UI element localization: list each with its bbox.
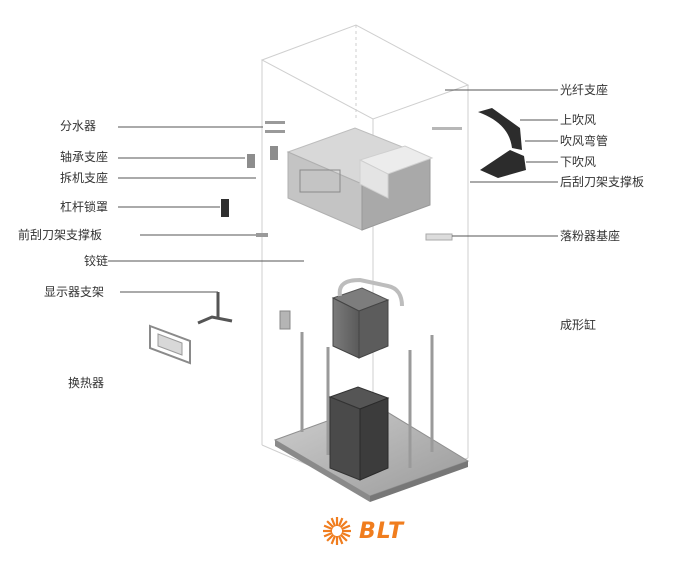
- build-cylinder-lower: [328, 386, 390, 481]
- logo-ray: [330, 535, 337, 545]
- label-splitter: 分水器: [60, 119, 97, 133]
- logo-ray: [337, 535, 344, 545]
- splitter-part: [265, 121, 285, 133]
- leader-lines-left: [108, 126, 304, 293]
- label-motor-support: 拆机支座: [60, 171, 109, 185]
- logo-ray: [323, 531, 333, 538]
- blt-logo-emblem: [323, 517, 351, 545]
- logo-ray: [326, 520, 335, 529]
- label-hinge: 铰链: [84, 254, 109, 268]
- lever-lock-part: [221, 199, 229, 217]
- logo-ray: [337, 517, 344, 527]
- label-display-bracket: 显示器支架: [44, 285, 105, 299]
- label-fiber-mount: 光纤支座: [560, 83, 609, 97]
- logo-ray: [323, 524, 333, 531]
- label-powder-base: 落粉器基座: [560, 229, 621, 243]
- display-bracket-part: [197, 292, 233, 325]
- leader-lines-right: [445, 89, 558, 237]
- label-blow-pipe: 吹风弯管: [560, 134, 609, 148]
- label-lower-blow: 下吹风: [560, 155, 597, 169]
- logo-ray: [330, 517, 337, 527]
- label-bearing-support: 轴承支座: [60, 150, 109, 164]
- blow-parts: [425, 108, 526, 241]
- heat-exchanger-part: [149, 324, 191, 365]
- scraper-plate-left: [256, 233, 268, 237]
- hinge-part: [279, 310, 291, 330]
- label-heat-exchanger: 换热器: [68, 376, 105, 390]
- label-lever-lock: 杠杆锁罩: [60, 200, 109, 214]
- bearing-support-part: [247, 146, 278, 168]
- label-upper-blow: 上吹风: [560, 113, 597, 127]
- blt-logo-text: BLT: [359, 519, 405, 544]
- logo-ray: [341, 531, 351, 538]
- label-build-cylinder: 成形缸: [560, 318, 597, 332]
- label-back-scraper: 后刮刀架支撑板: [560, 175, 645, 189]
- logo-ray: [339, 533, 348, 542]
- logo-ray: [341, 524, 351, 531]
- logo-ray: [326, 533, 335, 542]
- logo-ray: [339, 520, 348, 529]
- build-cylinder-upper: [331, 277, 404, 359]
- process-chamber: [286, 127, 434, 231]
- label-front-scraper: 前刮刀架支撑板: [18, 228, 103, 242]
- support-posts: [300, 332, 434, 468]
